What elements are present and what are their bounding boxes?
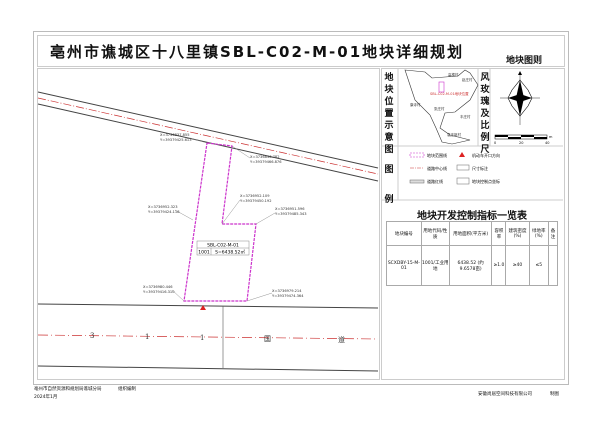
leader-line <box>221 199 241 225</box>
wind-rose-icon <box>500 71 540 125</box>
legend-item-label: 道路中心线 <box>427 165 447 171</box>
leader-line <box>189 137 208 144</box>
place-label: 张庄村 <box>434 106 445 111</box>
coord-x: X=3736952.323 <box>148 205 177 209</box>
wind-rose-label: 风玫瑰及比例尺 <box>480 73 490 155</box>
coord-x: X=3736980.446 <box>143 285 173 289</box>
legend-parcel-swatch <box>409 152 425 158</box>
table-cell: ≥1.0 <box>491 245 507 286</box>
coord-x: X=3736952.109 <box>240 194 270 198</box>
road-centerline <box>37 97 379 175</box>
coord-x: X=3736836.782 <box>250 155 279 159</box>
leader-line <box>246 292 273 302</box>
table-title: 地块开发控制指标一览表 <box>417 211 527 222</box>
coord-y: Y=39379466.876 <box>250 160 282 164</box>
coord-y: Y=39379450.192 <box>240 199 272 203</box>
coord-y: Y=39379485.343 <box>275 212 307 216</box>
plan-label: 地块图则 <box>506 56 543 66</box>
parcel-area: S=6438.52㎡ <box>215 249 245 256</box>
parcel-code: 1001 <box>198 250 210 256</box>
place-label: 康寺村 <box>410 102 421 107</box>
table-cell: 1001/工业用地 <box>420 245 450 286</box>
parcel-id: SBL-C02-M-01 <box>207 243 239 249</box>
legend-item-label: 机动车开口方向 <box>472 152 500 158</box>
footer-company-role: 制图 <box>550 392 559 397</box>
drawing-frame <box>33 31 569 385</box>
road-label: 国 <box>264 335 271 343</box>
table-header: 建筑密度(%) <box>505 221 530 246</box>
page-title: 亳州市谯城区十八里镇SBL-C02-M-01地块详细规划 <box>50 43 465 61</box>
location-map-label: 地块位置示意图 <box>384 73 394 155</box>
title-box <box>37 35 565 67</box>
legend-entrance-icon <box>459 152 465 157</box>
legend-title: 图例 <box>384 165 394 205</box>
scale-tick: 40 <box>545 141 549 145</box>
footer-org: 亳州市自然资源和规划局谯城分局 <box>34 387 102 392</box>
place-label: 赵庄村 <box>462 77 473 82</box>
leader-line <box>174 209 194 221</box>
table-header: 备注 <box>547 221 559 246</box>
site-label: SBL-C02-M-01地块位置 <box>430 91 469 96</box>
leader-line <box>171 289 185 302</box>
coord-x: X=3736951.596 <box>275 207 305 211</box>
table-header-row: 地块编号 用地代码/性质 用地面积(平方米) 容积率 建筑密度(%) 绿地率(%… <box>386 221 559 246</box>
road-edge <box>37 365 379 372</box>
coord-y: Y=39379474.364 <box>272 294 304 298</box>
table-row: SCXDBY-15-M-01 1001/工业用地 6438.52 (约9.657… <box>386 245 559 286</box>
scale-bar: 0 20 40 m <box>494 134 553 145</box>
legend-item-label: 地块范围线 <box>427 152 447 158</box>
footer-date: 2024年1月 <box>34 395 58 400</box>
road-label: 道 <box>338 335 345 344</box>
right-panel <box>381 68 565 380</box>
coord-x: X=3736979.214 <box>272 289 302 293</box>
scale-unit: m <box>549 135 553 139</box>
map-area <box>37 68 380 380</box>
coord-y: Y=39379425.613 <box>160 138 192 142</box>
vehicle-entrance-icon <box>200 305 206 310</box>
table-header: 绿地率(%) <box>528 221 549 246</box>
legend-dimension-icon <box>456 164 470 171</box>
table-header: 用地面积(平方米) <box>448 221 493 246</box>
footer-company: 安徽尚居空间科技有限公司 <box>478 392 532 397</box>
legend-item-label: 地块控制点坐标 <box>472 178 500 184</box>
leader-line <box>255 212 276 225</box>
coord-y: Y=39379424.118 <box>148 210 180 214</box>
table-header: 地块编号 <box>386 221 422 246</box>
table-header: 用地代码/性质 <box>420 221 450 246</box>
table-cell: SCXDBY-15-M-01 <box>386 245 422 286</box>
place-label: 袁庄新村 <box>447 132 461 137</box>
place-label: 高楼村 <box>448 72 459 77</box>
table-cell: ≤5 <box>528 245 549 286</box>
scale-tick: 20 <box>519 141 523 145</box>
coord-y: Y=39379416.310 <box>143 290 175 294</box>
road-label: 1 <box>145 333 149 341</box>
road-centerline <box>37 334 379 340</box>
road-label: 1 <box>200 334 204 342</box>
leader-line <box>231 145 251 159</box>
legend-item-label: 尺寸标注 <box>472 165 488 171</box>
place-label: 丰庄村 <box>460 114 471 119</box>
road-label: 3 <box>90 332 94 340</box>
coord-x: X=3736837.855 <box>160 133 189 137</box>
site-marker <box>438 81 445 93</box>
road-edge <box>37 303 379 309</box>
location-outline <box>404 69 479 145</box>
table-cell: 6438.52 (约9.6578亩) <box>448 245 493 286</box>
road-edge <box>37 103 379 182</box>
legend-redline-swatch <box>409 179 425 184</box>
road-edge <box>37 91 379 169</box>
legend-item-label: 道路红线 <box>427 178 443 184</box>
legend-coord-icon <box>456 177 470 185</box>
scale-tick: 0 <box>494 141 496 145</box>
control-index-table: 地块编号 用地代码/性质 用地面积(平方米) 容积率 建筑密度(%) 绿地率(%… <box>386 221 559 286</box>
table-cell: ≥40 <box>505 245 530 286</box>
table-cell <box>547 245 559 286</box>
table-header: 容积率 <box>491 221 507 246</box>
footer-org-role: 组织编制 <box>118 387 136 392</box>
parcel-boundary <box>183 142 257 302</box>
